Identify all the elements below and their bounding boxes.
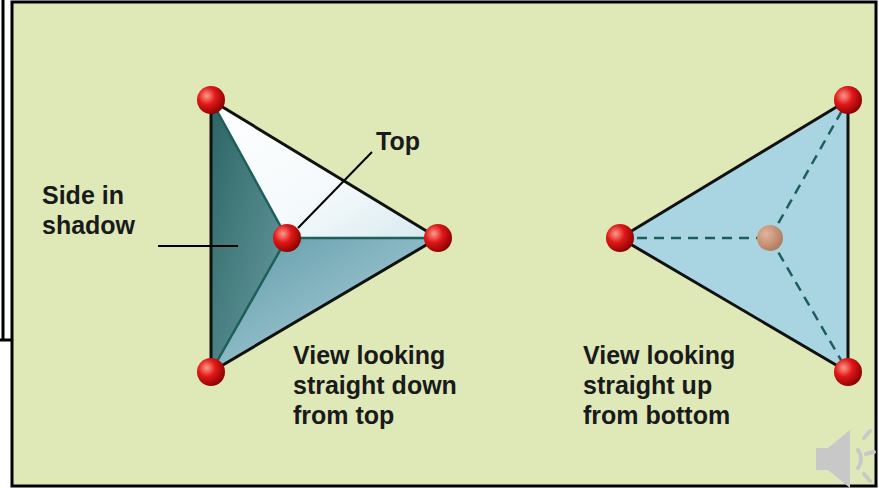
- hidden-edges: [620, 100, 848, 372]
- view-caption: View looking straight down from top: [293, 340, 498, 430]
- leader-line: [298, 152, 372, 228]
- frame-line: [2, 0, 5, 340]
- frame-line: [0, 339, 12, 342]
- speaker-icon: [816, 430, 874, 488]
- leader-line: [158, 245, 238, 247]
- view-caption: View looking straight up from bottom: [583, 340, 773, 430]
- part-label: Side in shadow: [42, 180, 160, 240]
- base-face: [620, 100, 848, 372]
- part-label: Top: [376, 126, 466, 156]
- slide-panel: [12, 2, 876, 486]
